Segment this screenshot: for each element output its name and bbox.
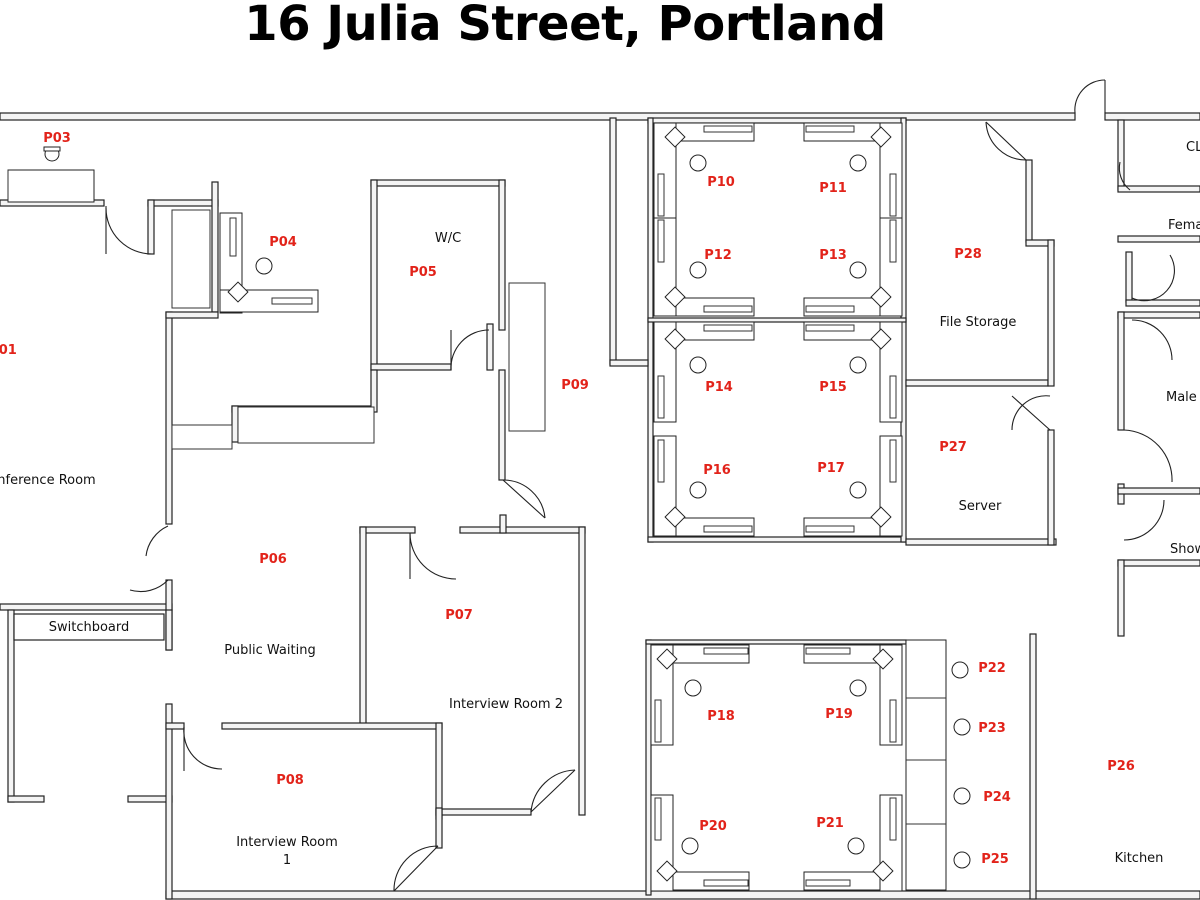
- label-p19: P19: [825, 707, 853, 722]
- label-shower: Shower: [1170, 542, 1200, 557]
- label-p06: P06: [259, 552, 287, 567]
- label-interview-room-2: Interview Room 2: [449, 697, 563, 712]
- label-p17: P17: [817, 461, 845, 476]
- label-p08: P08: [276, 773, 304, 788]
- cubicles: [650, 122, 971, 892]
- label-p26: P26: [1107, 759, 1135, 774]
- label-p20: P20: [699, 819, 727, 834]
- label-p03: P03: [43, 131, 71, 146]
- label-female: Female: [1168, 218, 1200, 233]
- label-server: Server: [959, 499, 1002, 514]
- label-p28: P28: [954, 247, 982, 262]
- label-p22: P22: [978, 661, 1006, 676]
- doors: [105, 79, 1175, 892]
- label-p10: P10: [707, 175, 735, 190]
- label-p21: P21: [816, 816, 844, 831]
- label-kitchen: Kitchen: [1115, 851, 1164, 866]
- label-p27: P27: [939, 440, 967, 455]
- room-labels: P01 Conference Room P03 P04 W/C P05 P09 …: [0, 131, 1200, 868]
- plan-title: 16 Julia Street, Portland: [244, 0, 886, 52]
- label-interview-room-1-num: 1: [283, 853, 291, 868]
- label-p07: P07: [445, 608, 473, 623]
- label-p16: P16: [703, 463, 731, 478]
- label-p11: P11: [819, 181, 847, 196]
- label-public-waiting: Public Waiting: [224, 643, 315, 658]
- label-p12: P12: [704, 248, 732, 263]
- label-p13: P13: [819, 248, 847, 263]
- label-p14: P14: [705, 380, 733, 395]
- label-file-storage: File Storage: [940, 315, 1017, 330]
- label-male: Male: [1166, 390, 1197, 405]
- walls: [0, 112, 1200, 900]
- label-p18: P18: [707, 709, 735, 724]
- label-interview-room-1: Interview Room: [236, 835, 338, 850]
- label-p25: P25: [981, 852, 1009, 867]
- furniture-left: [7, 146, 546, 641]
- label-p23: P23: [978, 721, 1006, 736]
- label-p01: P01: [0, 343, 17, 358]
- label-switchboard: Switchboard: [49, 620, 130, 635]
- label-p04: P04: [269, 235, 297, 250]
- label-wc: W/C: [435, 231, 461, 246]
- label-p24: P24: [983, 790, 1011, 805]
- label-p15: P15: [819, 380, 847, 395]
- label-cl: CL: [1186, 140, 1200, 155]
- label-p05: P05: [409, 265, 437, 280]
- label-conference-room: Conference Room: [0, 473, 96, 488]
- label-p09: P09: [561, 378, 589, 393]
